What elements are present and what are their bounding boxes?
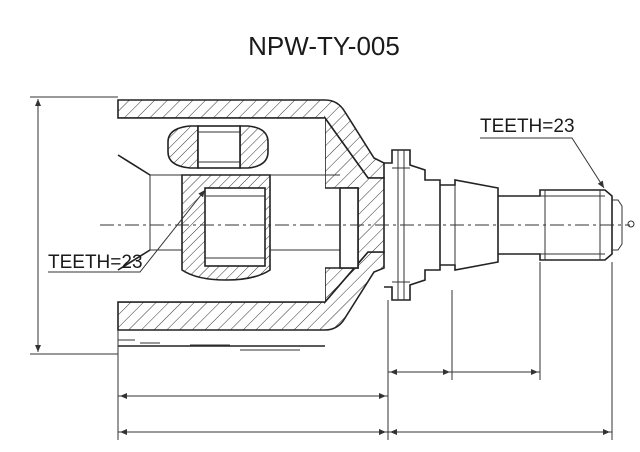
drawing-title: NPW-TY-005: [248, 31, 400, 61]
teeth-label-left: TEETH=23: [48, 252, 143, 273]
leader-right: [480, 137, 605, 189]
shaft-main: [440, 179, 499, 271]
housing-stub: [339, 187, 359, 269]
teeth-label-right: TEETH=23: [480, 116, 575, 137]
extension-lines: [30, 96, 613, 440]
upper-roller: [167, 125, 199, 169]
upper-roller-core: [197, 125, 241, 169]
shaft-neck: [384, 149, 441, 301]
leader-left: [48, 189, 206, 273]
spider-bore: [204, 187, 266, 267]
